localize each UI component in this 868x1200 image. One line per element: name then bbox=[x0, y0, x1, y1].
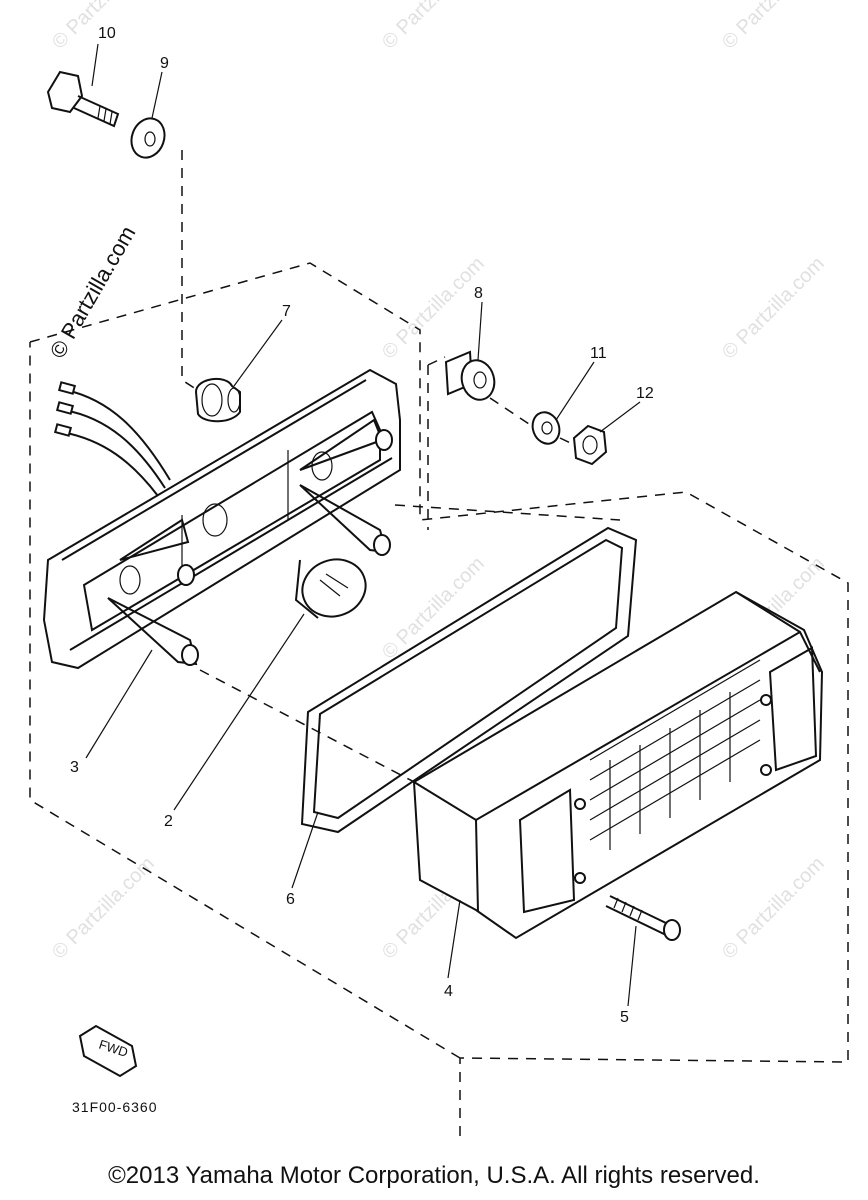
watermark: © Partzilla.com bbox=[378, 0, 489, 54]
part-code: 31F00-6360 bbox=[72, 1099, 158, 1115]
assembly-boundary bbox=[29, 262, 849, 1140]
lens-4 bbox=[412, 590, 824, 940]
fwd-arrow: FWD bbox=[78, 1024, 138, 1078]
lamp-housing-3 bbox=[42, 368, 401, 670]
screw-5 bbox=[605, 895, 681, 941]
callout-labels: 10 9 7 8 11 12 3 2 6 4 5 bbox=[70, 25, 654, 1026]
guide-line-lens bbox=[199, 504, 621, 786]
watermark: © Partzilla.com bbox=[45, 222, 141, 363]
collar-8 bbox=[444, 350, 496, 401]
callout-3: 3 bbox=[70, 759, 79, 776]
copyright-notice: ©2013 Yamaha Motor Corporation, U.S.A. A… bbox=[108, 1162, 760, 1189]
callout-6: 6 bbox=[286, 891, 295, 908]
callout-9: 9 bbox=[160, 55, 169, 72]
watermark: © Partzilla.com bbox=[378, 553, 489, 664]
watermark: © Partzilla.com bbox=[718, 253, 829, 364]
grommet-7 bbox=[194, 377, 241, 423]
washer-9 bbox=[130, 117, 166, 159]
callout-5: 5 bbox=[620, 1009, 629, 1026]
guide-line-bolt bbox=[181, 150, 206, 396]
callout-7: 7 bbox=[282, 303, 291, 320]
callout-12: 12 bbox=[636, 385, 654, 402]
gasket-6 bbox=[300, 526, 638, 834]
bulb-2 bbox=[294, 558, 367, 619]
watermark: © Partzilla.com bbox=[718, 853, 829, 964]
watermark: © Partzilla.com bbox=[378, 253, 489, 364]
callout-10: 10 bbox=[98, 25, 116, 42]
nut-12 bbox=[572, 424, 608, 466]
callout-8: 8 bbox=[474, 285, 483, 302]
leader-lines bbox=[85, 43, 641, 1007]
hardware-bracket bbox=[427, 356, 446, 530]
watermark: © Partzilla.com bbox=[718, 0, 829, 54]
bolt-10 bbox=[46, 70, 120, 128]
fwd-label: FWD bbox=[97, 1037, 130, 1060]
callout-11: 11 bbox=[590, 345, 607, 362]
callout-2: 2 bbox=[164, 813, 173, 830]
callout-4: 4 bbox=[444, 983, 453, 1000]
watermark: © Partzilla.com bbox=[48, 853, 159, 964]
lock-washer-11 bbox=[531, 411, 561, 445]
